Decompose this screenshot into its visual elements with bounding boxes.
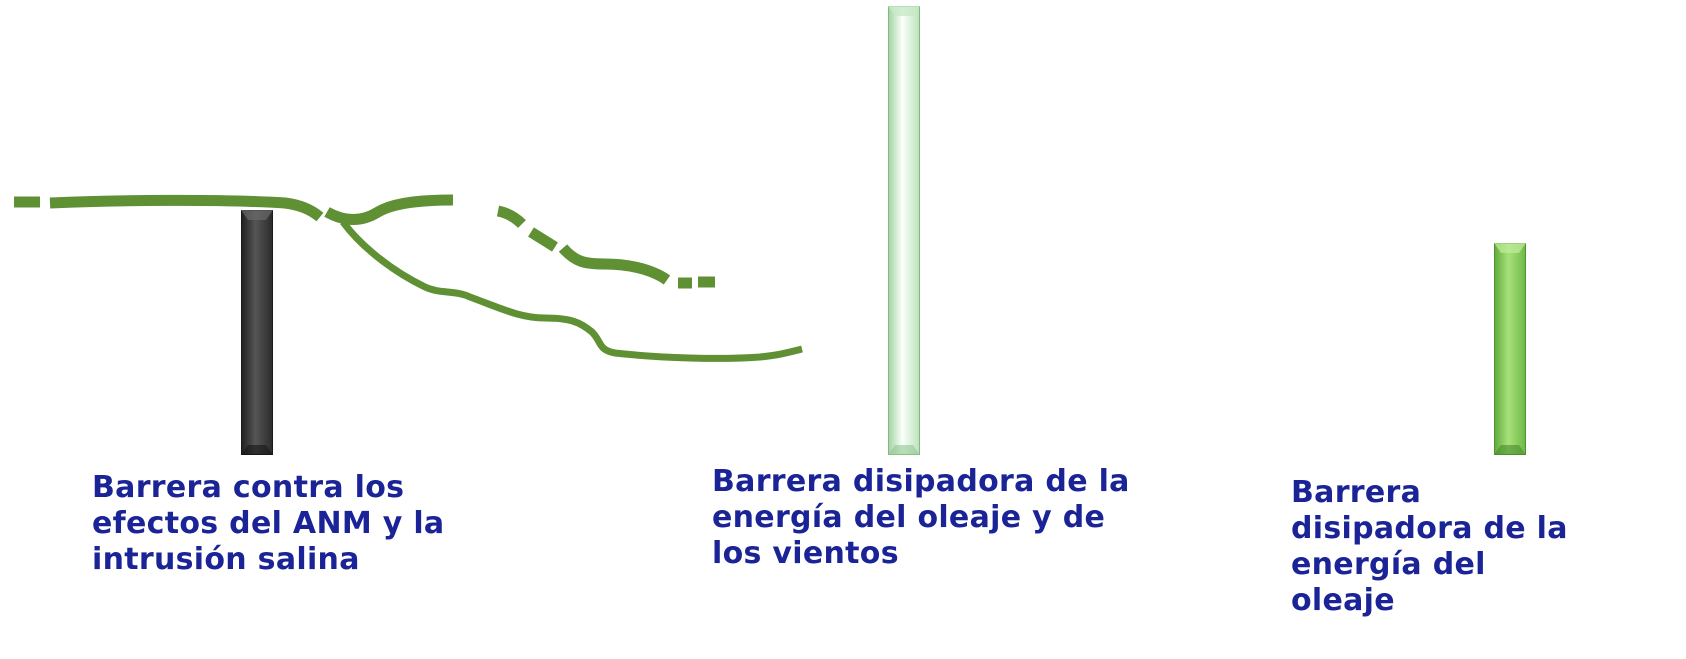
coastline-wave-segment	[558, 244, 671, 285]
coastline-upper-segment	[49, 194, 324, 222]
coastline-lower-curve	[340, 219, 803, 362]
label-line: intrusión salina	[92, 542, 360, 577]
coastline-lines	[14, 194, 803, 362]
coastline-dash-mid	[496, 205, 526, 228]
barrier-waves-label: Barrera disipadora de la energía del ole…	[1291, 475, 1568, 619]
label-line: energía del	[1291, 547, 1486, 582]
label-line: los vientos	[712, 536, 899, 571]
label-line: Barrera contra los	[92, 470, 405, 505]
coastline-dash-mid2	[528, 227, 558, 252]
label-line: energía del oleaje y de	[712, 500, 1106, 535]
barrier-waves-winds-label: Barrera disipadora de la energía del ole…	[712, 464, 1130, 572]
barrier-waves	[1494, 243, 1526, 455]
barrier-anm-salinity-label: Barrera contra los efectos del ANM y la …	[92, 470, 444, 578]
coastline-bulge	[324, 194, 454, 225]
label-line: Barrera	[1291, 475, 1422, 510]
label-line: efectos del ANM y la	[92, 506, 445, 541]
label-line: oleaje	[1291, 583, 1395, 618]
barrier-waves-winds	[888, 6, 920, 455]
label-line: Barrera disipadora de la	[712, 464, 1130, 499]
barrier-anm-salinity	[241, 210, 273, 455]
label-line: disipadora de la	[1291, 511, 1568, 546]
